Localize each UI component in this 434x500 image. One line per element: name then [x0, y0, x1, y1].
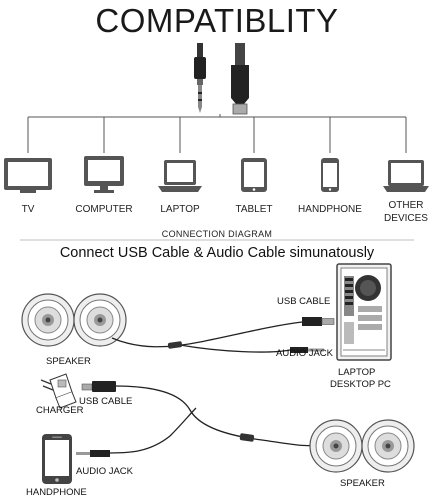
label-charger: CHARGER — [36, 405, 84, 416]
audio-plug-bottom-icon — [76, 450, 110, 457]
laptop-icon — [158, 160, 202, 192]
audio-plug-icon — [194, 43, 206, 113]
tv-icon — [4, 158, 52, 193]
label-usb-cable-bottom: USB CABLE — [79, 396, 133, 407]
tablet-icon — [241, 158, 267, 192]
audio-plug-top-icon — [290, 347, 324, 353]
usb-plug-icon — [231, 43, 249, 115]
usb-plug-bottom-icon — [81, 381, 116, 392]
device-label-tv: TV — [21, 204, 35, 215]
label-speaker-bottom: SPEAKER — [340, 478, 385, 489]
device-label-laptop: LAPTOP — [160, 204, 200, 215]
device-label-handphone: HANDPHONE — [298, 204, 362, 215]
charger-icon — [40, 373, 77, 409]
other-devices-laptop-icon — [383, 160, 429, 192]
device-label-other-line1: OTHER — [388, 200, 424, 211]
usb-plug-top-icon — [302, 317, 335, 326]
label-audio-jack-bottom: AUDIO JACK — [76, 466, 134, 477]
connection-diagram-heading: CONNECTION DIAGRAM — [0, 229, 434, 239]
speaker-pair-top-icon — [21, 293, 127, 347]
computer-monitor-icon — [84, 156, 124, 193]
desktop-pc-tower-icon — [336, 263, 392, 361]
label-desktop-pc: DESKTOP PC — [330, 379, 391, 390]
handphone-icon — [321, 158, 339, 192]
handphone-bottom-icon — [42, 434, 72, 484]
page-title: COMPATIBLITY — [95, 2, 339, 39]
connection-diagram-heading-text: CONNECTION DIAGRAM — [157, 229, 277, 239]
device-label-other-line2: DEVICES — [384, 213, 428, 224]
label-speaker-top: SPEAKER — [46, 356, 91, 367]
device-label-computer: COMPUTER — [75, 204, 133, 215]
label-handphone: HANDPHONE — [26, 487, 87, 498]
label-audio-jack-top: AUDIO JACK — [276, 348, 334, 359]
speaker-pair-bottom-icon — [309, 419, 415, 473]
top-cables — [111, 321, 303, 353]
label-usb-cable-top: USB CABLE — [277, 296, 331, 307]
device-label-tablet: TABLET — [235, 204, 273, 215]
label-laptop: LAPTOP — [338, 367, 376, 378]
connection-tree-lines — [27, 114, 407, 153]
connection-instruction: Connect USB Cable & Audio Cable simunato… — [59, 245, 375, 261]
